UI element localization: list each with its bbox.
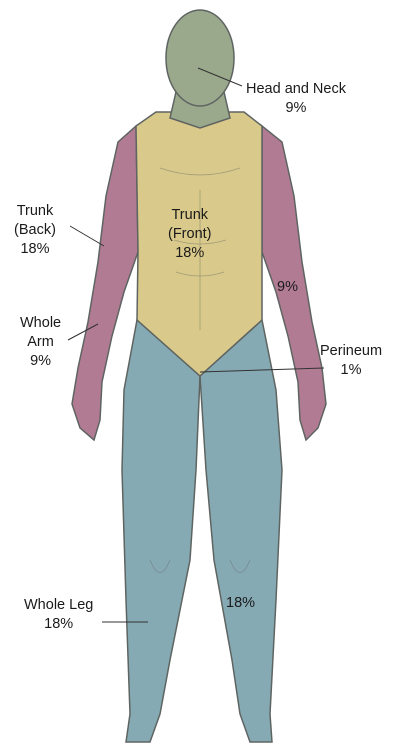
label-whole-arm: Whole Arm 9%: [20, 314, 61, 371]
label-head-neck-name: Head and Neck: [246, 80, 346, 99]
label-trunk-front-line1: Trunk: [168, 206, 212, 225]
trunk-back-leader: [70, 226, 104, 246]
label-perineum-pct: 1%: [320, 361, 382, 380]
label-trunk-back-pct: 18%: [14, 240, 56, 259]
label-whole-arm-line2: Arm: [20, 333, 61, 352]
label-trunk-back: Trunk (Back) 18%: [14, 202, 56, 259]
label-whole-arm-pct: 9%: [20, 352, 61, 371]
label-trunk-front-line2: (Front): [168, 225, 212, 244]
label-perineum-name: Perineum: [320, 342, 382, 361]
label-arm-right-pct: 9%: [277, 278, 298, 297]
label-leg-right-pct: 18%: [226, 594, 255, 613]
label-whole-leg-pct: 18%: [24, 615, 93, 634]
label-whole-arm-line1: Whole: [20, 314, 61, 333]
label-whole-leg-name: Whole Leg: [24, 596, 93, 615]
label-trunk-back-line2: (Back): [14, 221, 56, 240]
right-leg-region: [200, 320, 282, 742]
label-perineum: Perineum 1%: [320, 342, 382, 380]
label-head-neck: Head and Neck 9%: [246, 80, 346, 118]
left-leg-region: [122, 320, 200, 742]
label-head-neck-pct: 9%: [246, 99, 346, 118]
label-trunk-front-pct: 18%: [168, 244, 212, 263]
head-region: [166, 10, 234, 106]
label-trunk-front: Trunk (Front) 18%: [168, 206, 212, 263]
label-trunk-back-line1: Trunk: [14, 202, 56, 221]
label-whole-leg: Whole Leg 18%: [24, 596, 93, 634]
